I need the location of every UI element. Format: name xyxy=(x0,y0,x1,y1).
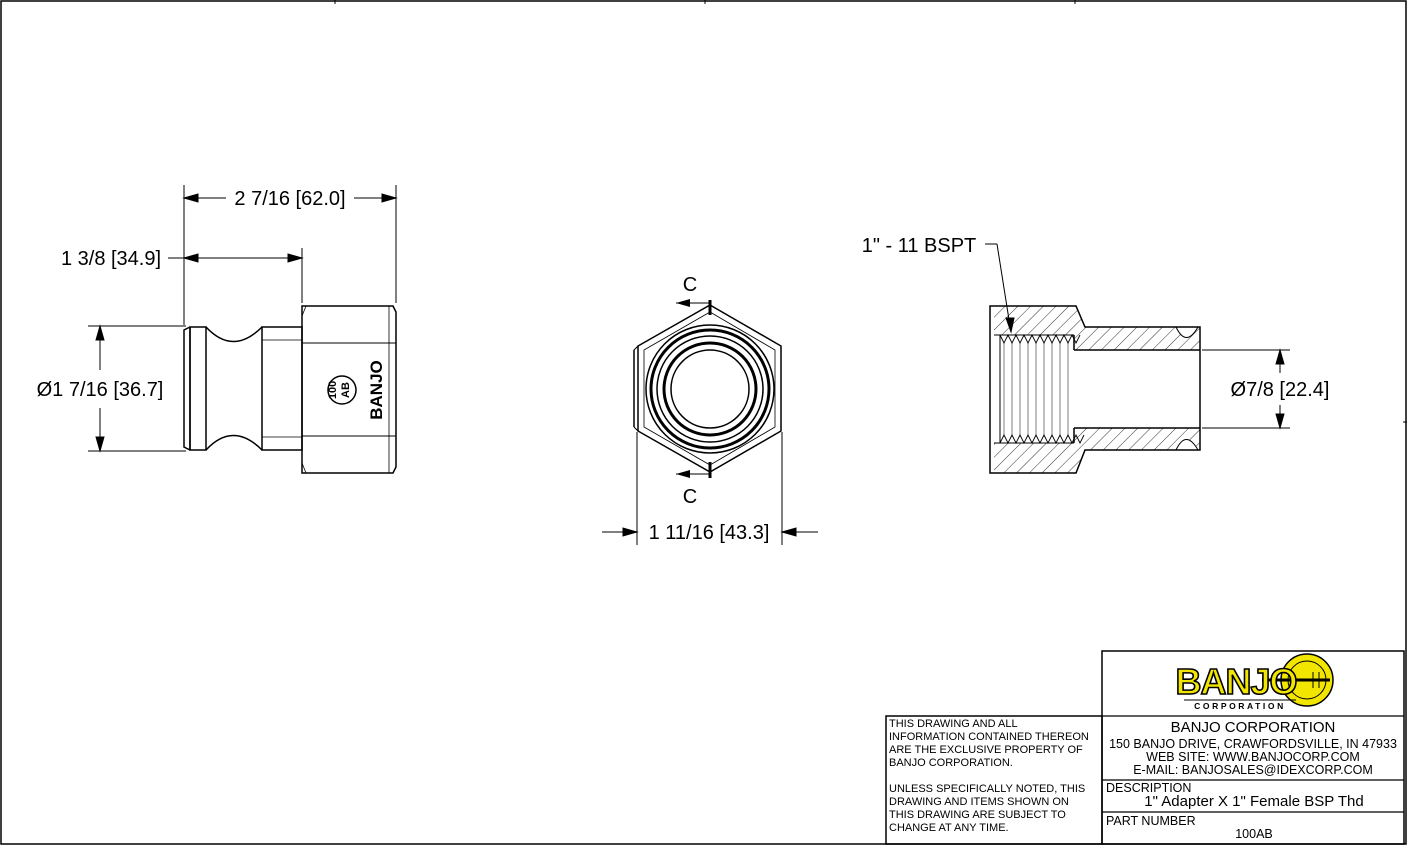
section-view-dimensions xyxy=(985,243,1290,430)
notice-line-8: CHANGE AT ANY TIME. xyxy=(889,822,1009,834)
section-label-top: C xyxy=(683,274,697,296)
notice-line-7: THIS DRAWING ARE SUBJECT TO xyxy=(889,809,1066,821)
dim-body-length: 1 3/8 [34.9] xyxy=(61,248,161,270)
section-arrow-top xyxy=(676,299,690,307)
section-label-bottom: C xyxy=(683,486,697,508)
description-value: 1" Adapter X 1" Female BSP Thd xyxy=(1144,793,1363,810)
notice-line-4: BANJO CORPORATION. xyxy=(889,757,1013,769)
company-address: 150 BANJO DRIVE, CRAWFORDSVILLE, IN 4793… xyxy=(1109,737,1397,751)
logo-subtext: CORPORATION xyxy=(1194,701,1286,711)
end-view xyxy=(633,300,782,478)
dim-hex-width: 1 11/16 [43.3] xyxy=(649,522,770,544)
logo-text: BANJO xyxy=(1175,661,1296,702)
company-email: E-MAIL: BANJOSALES@IDEXCORP.COM xyxy=(1133,763,1373,777)
marking-brand: BANJO xyxy=(367,360,386,420)
marking-circle xyxy=(327,375,357,405)
notice-line-1: THIS DRAWING AND ALL xyxy=(889,718,1018,730)
notice-line-2: INFORMATION CONTAINED THEREON xyxy=(889,731,1089,743)
marking-code-bottom: AB xyxy=(340,382,352,398)
marking-code-top: 100 xyxy=(327,381,339,399)
notice-line-5: UNLESS SPECIFICALLY NOTED, THIS xyxy=(889,783,1085,795)
section-arrow-bottom xyxy=(676,470,690,478)
dim-thread: 1" - 11 BSPT xyxy=(862,235,977,257)
title-block xyxy=(885,650,1405,845)
part-number-value: 100AB xyxy=(1235,827,1273,841)
notice-line-6: DRAWING AND ITEMS SHOWN ON xyxy=(889,796,1069,808)
company-website: WEB SITE: WWW.BANJOCORP.COM xyxy=(1146,750,1360,764)
dim-outer-diameter: Ø1 7/16 [36.7] xyxy=(37,379,164,401)
part-number-label: PART NUMBER xyxy=(1106,814,1196,828)
dim-overall-length: 2 7/16 [62.0] xyxy=(234,188,345,210)
notice-line-3: ARE THE EXCLUSIVE PROPERTY OF xyxy=(889,744,1083,756)
dim-bore-diameter: Ø7/8 [22.4] xyxy=(1231,379,1330,401)
part-marking: 100 AB BANJO xyxy=(327,360,386,420)
section-view xyxy=(989,305,1201,474)
end-view-dimensions xyxy=(602,432,818,545)
side-view xyxy=(183,305,397,474)
description-label: DESCRIPTION xyxy=(1106,781,1191,795)
company-name: BANJO CORPORATION xyxy=(1171,719,1336,736)
side-view-dimensions xyxy=(88,185,398,453)
banjo-logo: BANJO CORPORATION xyxy=(1175,653,1334,711)
